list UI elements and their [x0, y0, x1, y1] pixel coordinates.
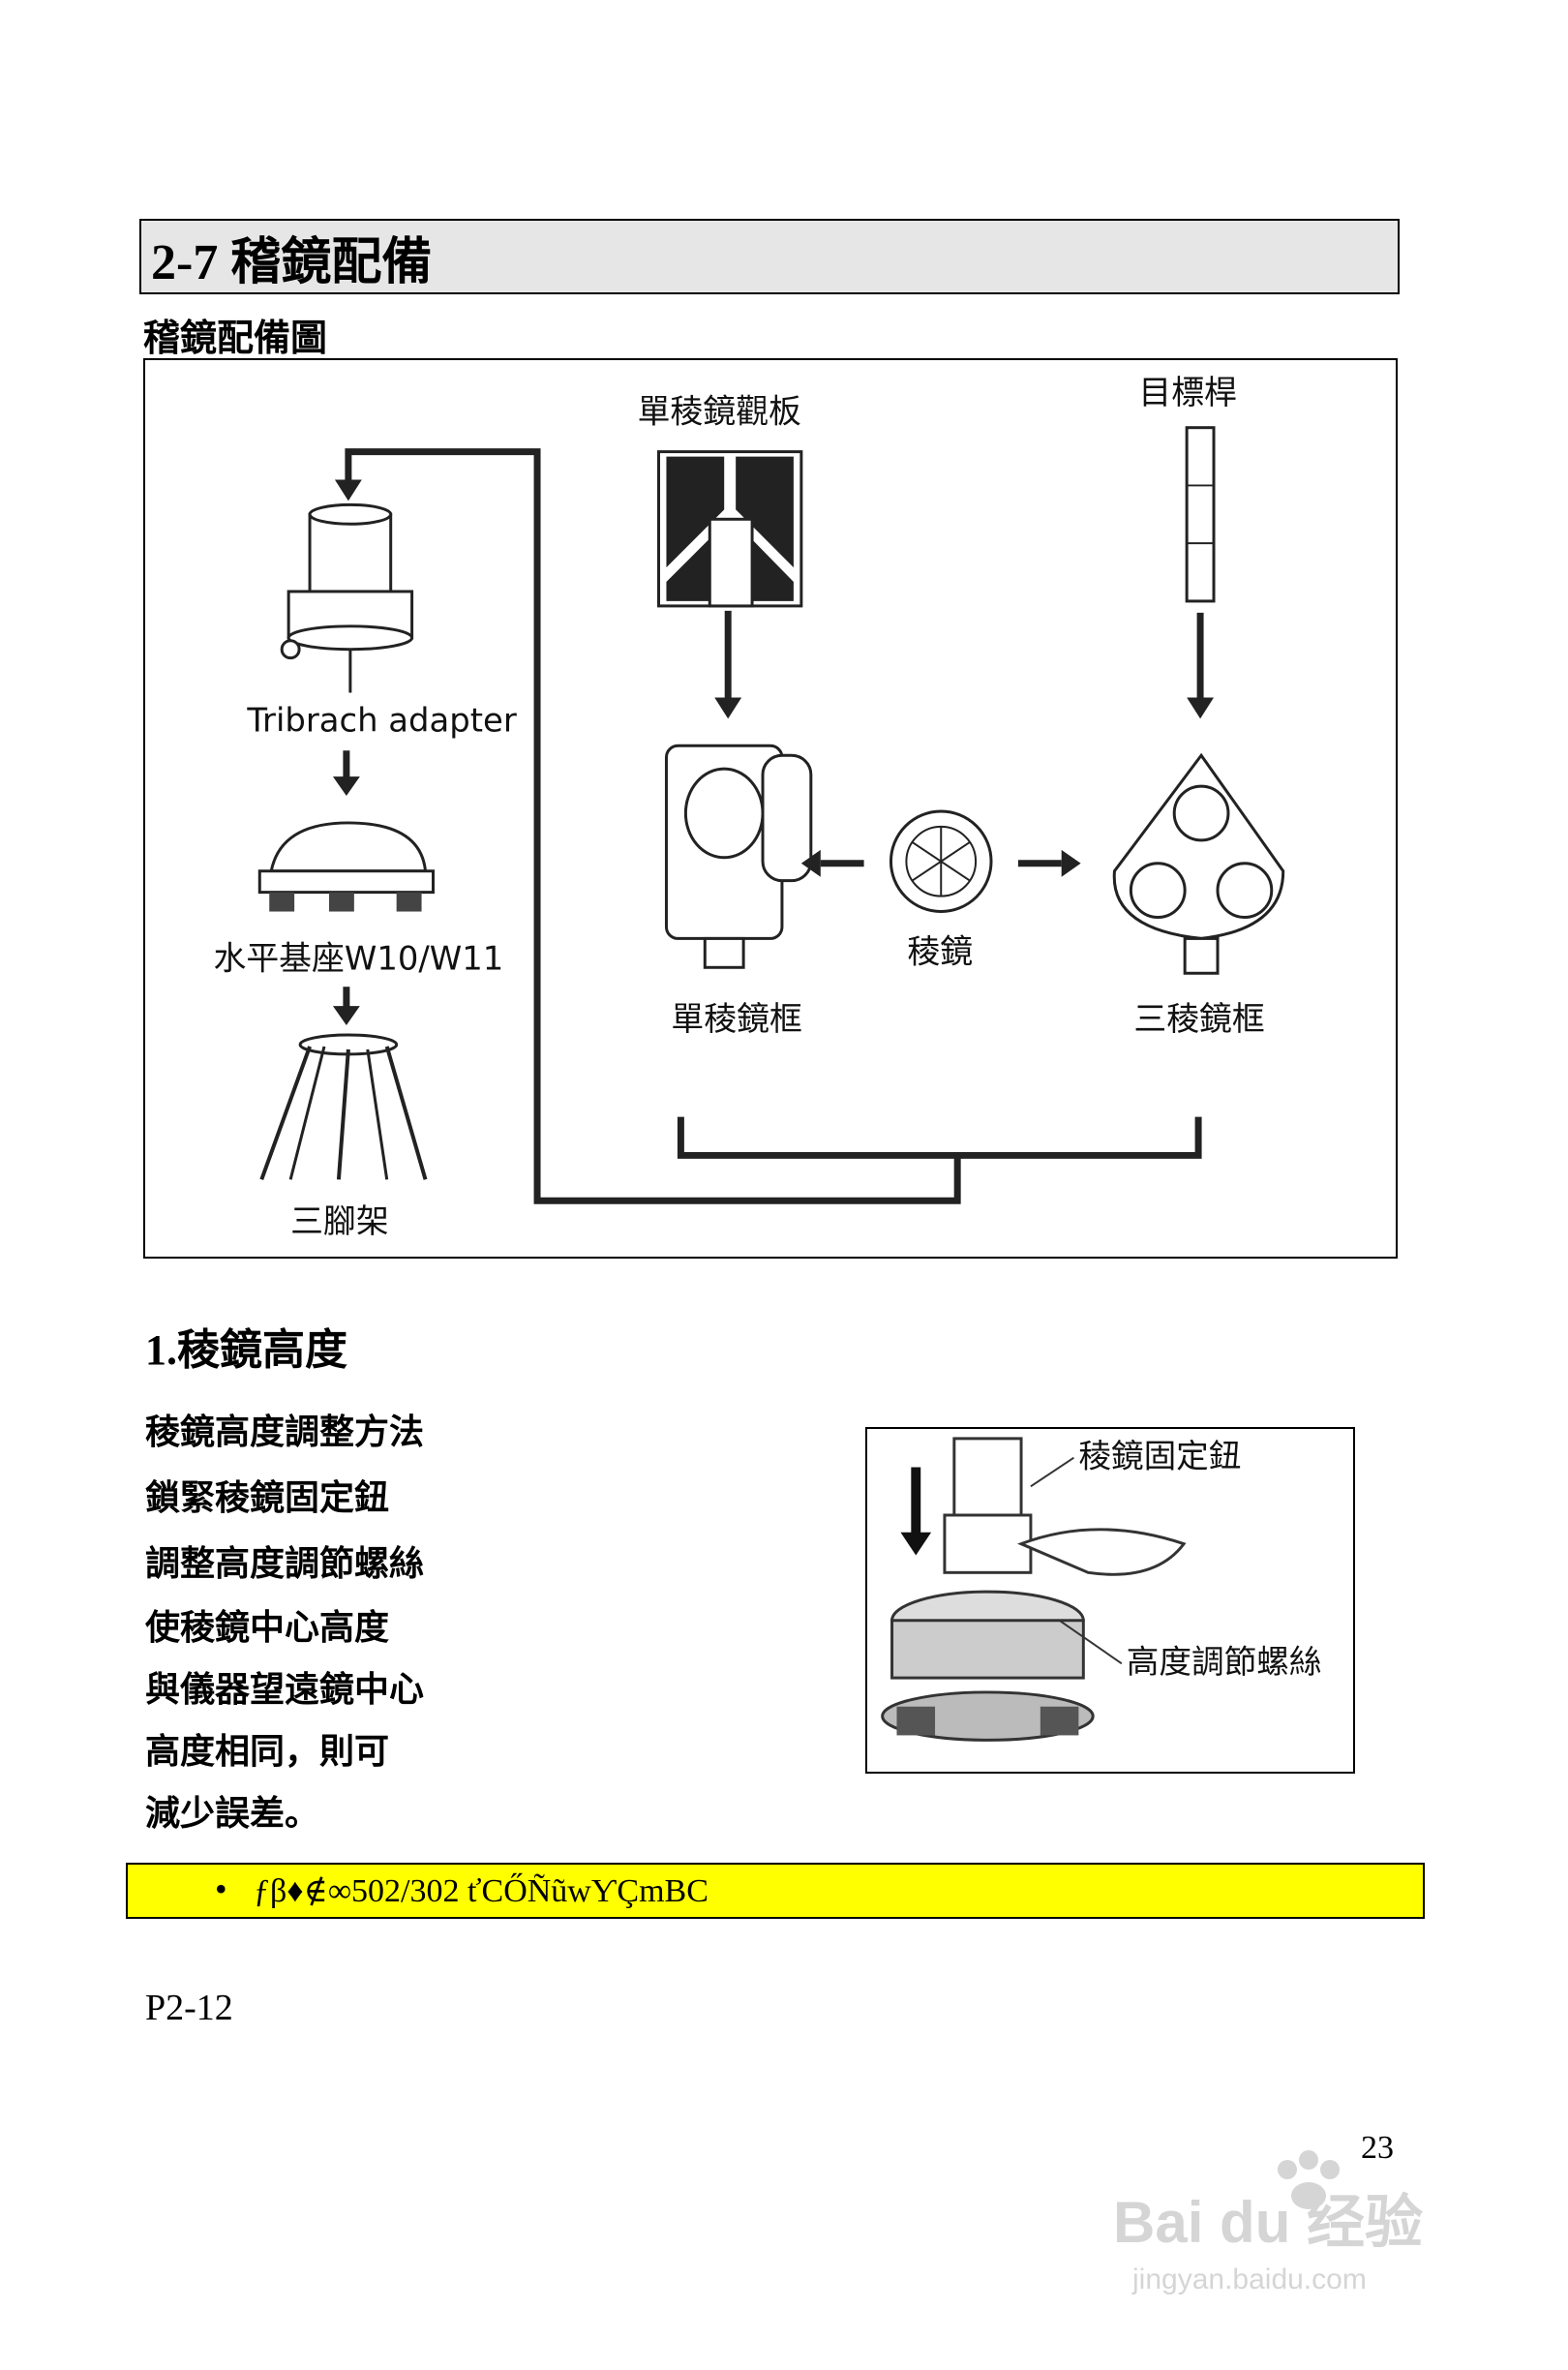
triple-prism-holder-drawing: [1112, 752, 1285, 975]
label-target-pole: 目標桿: [1138, 374, 1237, 411]
watermark-brand: Bai du 经验: [1113, 2190, 1423, 2255]
bullet-icon: •: [215, 1869, 227, 1908]
paragraph-line: 使稜鏡中心高度: [145, 1608, 390, 1647]
label-tripod: 三腳架: [290, 1202, 389, 1240]
label-triple-prism-holder: 三稜鏡框: [1133, 1000, 1264, 1038]
label-single-prism-target: 單稜鏡觀板: [638, 393, 801, 431]
single-prism-holder-drawing: [664, 744, 813, 969]
label-lock-knob: 稜鏡固定鈕: [1078, 1438, 1241, 1475]
label-height-screw: 高度調節螺絲: [1127, 1643, 1322, 1681]
prism-accessory-diagram: Tribrach adapter 水平基座W10/W11 三腳架 單稜鏡觀板: [143, 358, 1398, 1259]
prism-drawing: [889, 809, 993, 914]
paragraph-line: 調整高度調節螺絲: [145, 1544, 425, 1583]
paragraph-line: 減少誤差。: [145, 1794, 320, 1833]
note-bar: • ƒβ♦∉∞502/302 ťCŐÑũwƳÇmBC: [126, 1863, 1425, 1919]
tripod-drawing: [259, 1033, 428, 1181]
page-code: P2-12: [145, 1988, 233, 2028]
page-number: 23: [1361, 2130, 1394, 2166]
paragraph-line: 稜鏡高度調整方法: [145, 1413, 425, 1451]
paragraph-line: 高度相同，則可: [145, 1732, 390, 1771]
label-prism: 稜鏡: [907, 932, 973, 970]
connector-line: [345, 448, 1202, 1204]
label-single-prism-holder: 單稜鏡框: [671, 1000, 801, 1038]
section-title: 2-7 稽鏡配備: [139, 219, 1400, 294]
prism-height-photo: 稜鏡固定鈕 高度調節螺絲: [865, 1427, 1355, 1774]
tribrach-drawing: [257, 821, 435, 912]
sub-heading: 稽鏡配備圖: [143, 319, 328, 359]
step-heading: 1.稜鏡高度: [145, 1326, 347, 1374]
label-tribrach-adapter: Tribrach adapter: [246, 701, 517, 739]
tribrach-adapter-drawing: [280, 502, 414, 693]
arrow-into-adapter: [334, 479, 362, 501]
note-text: ƒβ♦∉∞502/302 ťCŐÑũwƳÇmBC: [254, 1873, 709, 1909]
target-plate-drawing: [657, 450, 803, 608]
watermark-url: jingyan.baidu.com: [1131, 2264, 1367, 2295]
paragraph-line: 鎖緊稜鏡固定鈕: [145, 1478, 390, 1517]
label-tribrach: 水平基座W10/W11: [213, 939, 503, 977]
paragraph-line: 與儀器望遠鏡中心: [145, 1670, 425, 1709]
target-pole-drawing: [1185, 426, 1216, 603]
baidu-watermark: Bai du 经验 jingyan.baidu.com: [1094, 2126, 1481, 2300]
